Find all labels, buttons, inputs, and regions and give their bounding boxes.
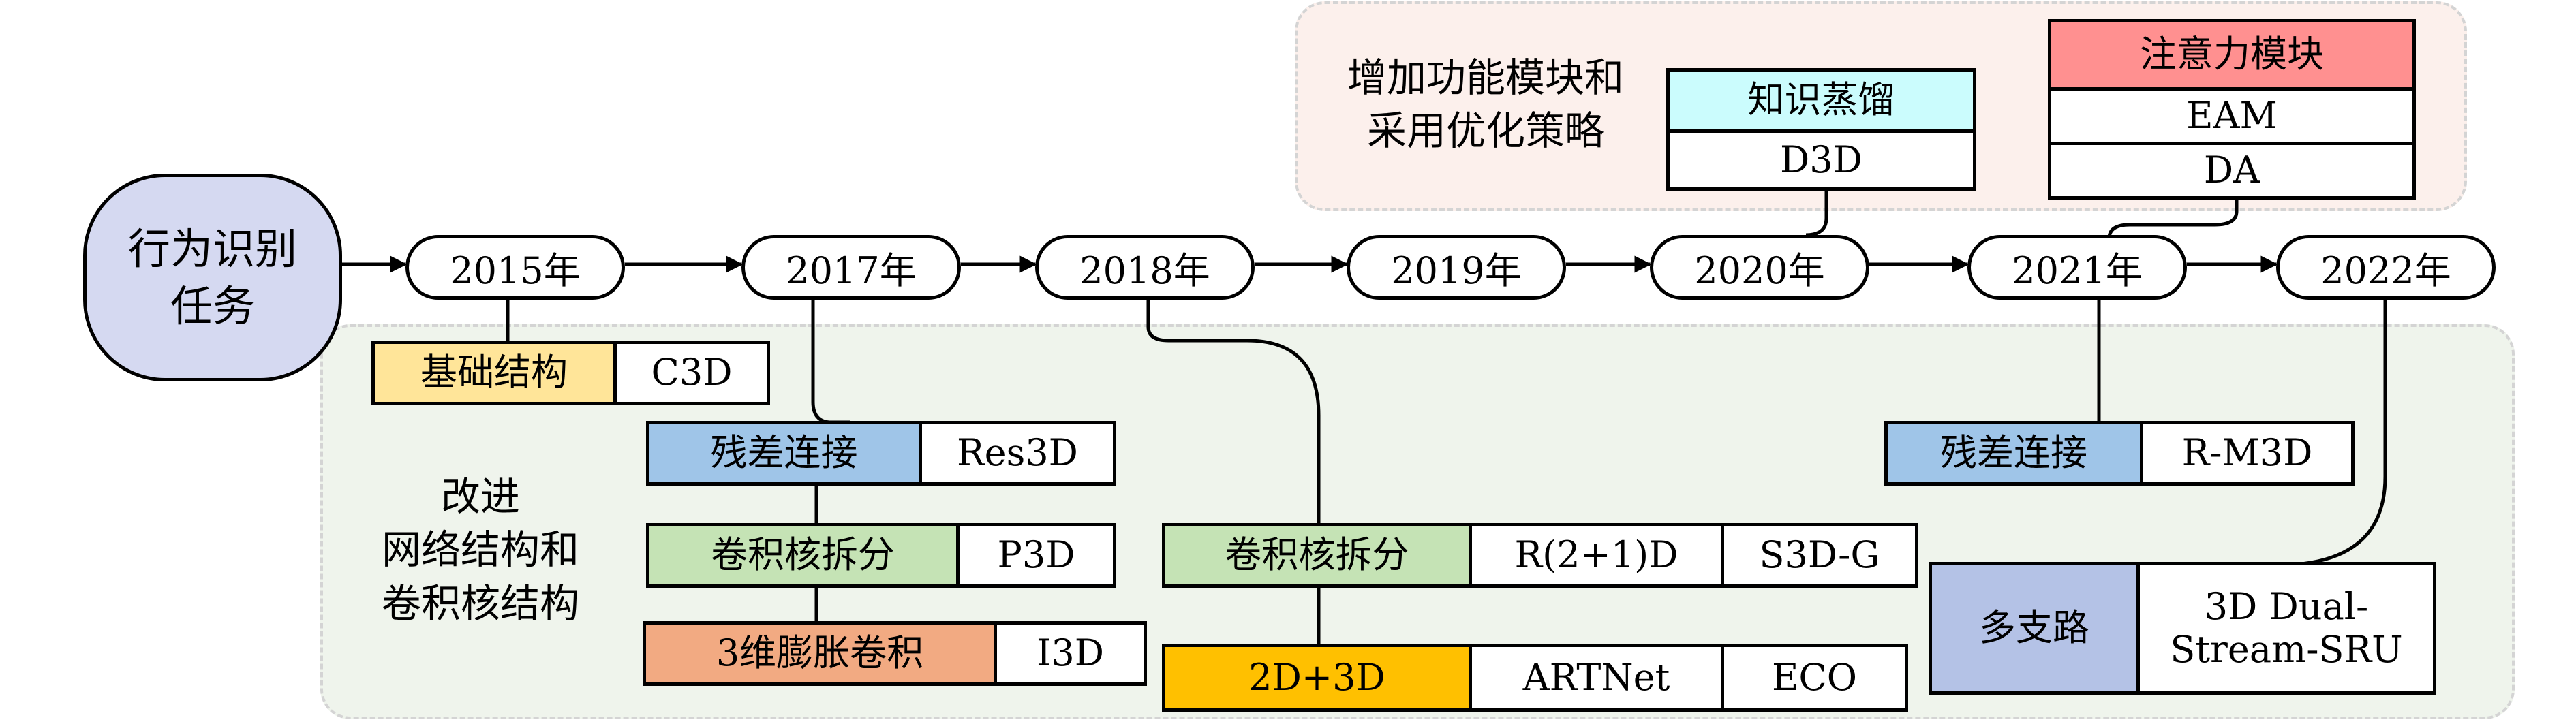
model-artnet: ARTNet xyxy=(1469,644,1724,712)
year-node-2020: 2020年 xyxy=(1650,235,1869,300)
top-region-label: 增加功能模块和 采用优化策略 xyxy=(1347,54,1624,155)
attention-model-eam: EAM xyxy=(2048,87,2416,145)
base-structure-category: 基础结构 xyxy=(371,341,617,405)
kd-model-d3d: D3D xyxy=(1666,129,1976,191)
attention-model-da: DA xyxy=(2048,142,2416,200)
year-node-2021: 2021年 xyxy=(1967,235,2187,300)
link-2021-attention xyxy=(2107,194,2239,239)
model-r21d: R(2+1)D xyxy=(1469,523,1724,588)
2d3d-category: 2D+3D xyxy=(1162,644,1472,712)
kernel-split-category-2017: 卷积核拆分 xyxy=(646,523,960,588)
kd-category: 知识蒸馏 xyxy=(1666,68,1976,133)
bottom-region-label: 改进 网络结构和 卷积核结构 xyxy=(381,473,579,627)
link-2020-kd xyxy=(1805,187,1828,237)
attention-category: 注意力模块 xyxy=(2048,19,2416,91)
link-2017-res3d xyxy=(811,296,850,424)
model-dual-stream-sru: 3D Dual- Stream-SRU xyxy=(2136,562,2436,695)
year-node-2017: 2017年 xyxy=(741,235,961,300)
year-node-2019: 2019年 xyxy=(1347,235,1566,300)
model-res3d: Res3D xyxy=(919,421,1116,486)
year-node-2018: 2018年 xyxy=(1035,235,1255,300)
residual-category-2017: 残差连接 xyxy=(646,421,922,486)
model-i3d: I3D xyxy=(994,621,1147,686)
model-eco: ECO xyxy=(1721,644,1908,712)
model-s3dg: S3D-G xyxy=(1721,523,1918,588)
inflated-conv-category: 3维膨胀卷积 xyxy=(643,621,997,686)
model-p3d: P3D xyxy=(956,523,1116,588)
link-2018-split xyxy=(1146,296,1321,524)
kernel-split-category-2018: 卷积核拆分 xyxy=(1162,523,1472,588)
year-node-2022: 2022年 xyxy=(2276,235,2496,300)
year-node-2015: 2015年 xyxy=(405,235,625,300)
multipath-category: 多支路 xyxy=(1929,562,2140,695)
residual-category-2021: 残差连接 xyxy=(1884,421,2143,486)
root-node-action-recognition: 行为识别 任务 xyxy=(83,174,342,381)
model-rm3d: R-M3D xyxy=(2140,421,2355,486)
model-c3d: C3D xyxy=(613,341,770,405)
